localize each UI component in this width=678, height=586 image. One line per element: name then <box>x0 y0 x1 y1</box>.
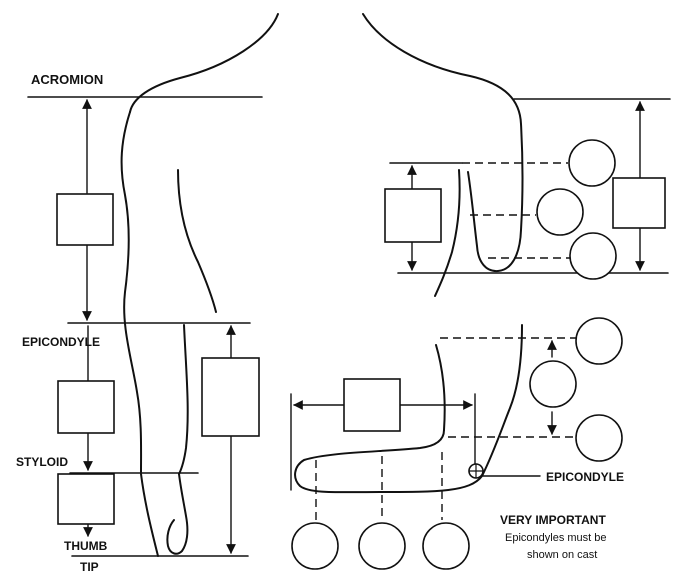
label-styloid: STYLOID <box>16 455 68 469</box>
elbow-circumference-upper <box>575 317 623 365</box>
forearm-span-box <box>343 378 401 432</box>
full-arm-outline <box>120 13 279 557</box>
forearm-circumference-2 <box>358 522 406 570</box>
left-dimension-arrows <box>82 99 236 554</box>
forearm-measurement-shapes <box>291 317 623 570</box>
epicondyle-marker <box>468 463 541 479</box>
elbow-circumference-middle <box>529 360 577 408</box>
stump-circumference-upper <box>568 139 616 187</box>
label-acromion: ACROMION <box>31 72 103 87</box>
forearm-circumference-3 <box>422 522 470 570</box>
stump-reference-lines <box>389 98 671 274</box>
forearm-circumference-1 <box>291 522 339 570</box>
note-title: VERY IMPORTANT <box>500 513 606 527</box>
forearm-length-box <box>57 380 115 434</box>
upper-arm-length-box <box>56 193 114 246</box>
hand-length-box <box>57 473 115 525</box>
left-reference-lines <box>27 96 263 557</box>
label-tip: TIP <box>80 560 99 574</box>
forearm-reference-lines <box>290 337 578 520</box>
note-line-1: Epicondyles must be <box>505 532 607 544</box>
elbow-circumference-lower <box>575 414 623 462</box>
stump-circumference-lower <box>569 232 617 280</box>
label-epicondyle-left: EPICONDYLE <box>22 335 100 349</box>
note-line-2: shown on cast <box>527 549 597 561</box>
stump-length-box <box>384 188 442 243</box>
stump-measurement-shapes <box>384 139 666 280</box>
left-measurement-boxes <box>56 193 260 525</box>
label-thumb: THUMB <box>64 539 108 553</box>
forearm-dimension-arrows <box>293 340 557 435</box>
elbow-to-tip-box <box>201 357 260 437</box>
label-epicondyle-right: EPICONDYLE <box>546 470 624 484</box>
flexed-forearm-outline <box>294 324 523 494</box>
acromion-to-end-box <box>612 177 666 229</box>
stump-outline <box>362 13 524 297</box>
stump-dimension-arrows <box>407 101 645 271</box>
stump-circumference-middle <box>536 188 584 236</box>
